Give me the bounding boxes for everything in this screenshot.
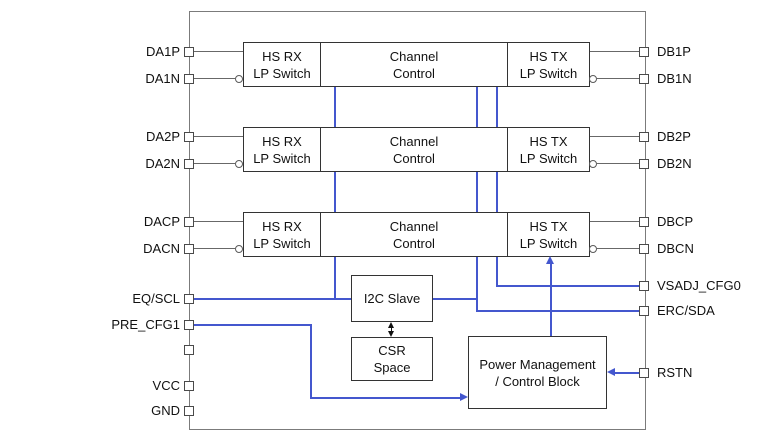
pin-label-da2n: DA2N [145, 156, 180, 171]
line-i2c-csr [391, 325, 393, 334]
line-channel-vsadj-bus [496, 87, 498, 286]
line-erc-sda [476, 310, 639, 312]
pin-label-dbcp: DBCP [657, 214, 694, 229]
pin-label-db2n: DB2N [657, 156, 692, 171]
hs-tx-block-1: HS TX LP Switch [507, 42, 590, 87]
wire-db1p [589, 51, 639, 53]
arrowhead-i2c-csr-down [388, 331, 394, 337]
pin-db1n [639, 74, 649, 84]
pin-label-dbcn: DBCN [657, 241, 694, 256]
pin-label-dacn: DACN [143, 241, 180, 256]
pin-label-da1n: DA1N [145, 71, 180, 86]
wire-db2p [589, 136, 639, 138]
pin-da2p [184, 132, 194, 142]
line-i2c-to-sda-bus [432, 298, 477, 300]
pin-dbcp [639, 217, 649, 227]
pin-db2p [639, 132, 649, 142]
line-pre-cfg1-h2 [310, 397, 460, 399]
channel-control-block-1: Channel Control [320, 42, 508, 87]
pin-gnd [184, 406, 194, 416]
line-eq-scl-to-i2c [194, 298, 352, 300]
hs-rx-block-1: HS RX LP Switch [243, 42, 321, 87]
pin-da2n [184, 159, 194, 169]
pin-label-da2p: DA2P [146, 129, 180, 144]
pin-label-db1p: DB1P [657, 44, 691, 59]
pin-label-pre-cfg1: PRE_CFG1 [111, 317, 180, 332]
wire-dbcn [597, 248, 639, 250]
pin-da1n [184, 74, 194, 84]
pin-eq-scl [184, 294, 194, 304]
wire-db2n [597, 163, 639, 165]
bubble-db1n [589, 75, 597, 83]
pin-label-db2p: DB2P [657, 129, 691, 144]
pin-erc-sda [639, 306, 649, 316]
arrowhead-i2c-csr-up [388, 322, 394, 328]
pin-label-db1n: DB1N [657, 71, 692, 86]
i2c-slave-block: I2C Slave [351, 275, 433, 322]
pin-vcc [184, 381, 194, 391]
arrowhead-rstn-to-pm [607, 368, 615, 376]
pin-dacp [184, 217, 194, 227]
pin-label-vsadj-cfg0: VSADJ_CFG0 [657, 278, 741, 293]
pin-vsadj-cfg0 [639, 281, 649, 291]
bubble-da1n [235, 75, 243, 83]
wire-dbcp [589, 221, 639, 223]
pin-db2n [639, 159, 649, 169]
pin-label-rstn: RSTN [657, 365, 693, 380]
pin-da1p [184, 47, 194, 57]
pin-label-vcc: VCC [152, 378, 180, 393]
wire-db1n [597, 78, 639, 80]
arrowhead-pm-to-hstx [546, 256, 554, 264]
line-rstn [614, 372, 639, 374]
wire-da2n [194, 163, 235, 165]
bubble-db2n [589, 160, 597, 168]
pin-label-eq-scl: EQ/SCL [132, 291, 180, 306]
pin-dbcn [639, 244, 649, 254]
pin-label-dacp: DACP [143, 214, 180, 229]
bubble-dacn [235, 245, 243, 253]
channel-control-block-2: Channel Control [320, 127, 508, 172]
wire-da2p [194, 136, 244, 138]
wire-da1p [194, 51, 244, 53]
channel-control-block-3: Channel Control [320, 212, 508, 257]
line-pm-to-hstx [550, 263, 552, 337]
hs-tx-block-2: HS TX LP Switch [507, 127, 590, 172]
arrowhead-pre-cfg1-to-pm [460, 393, 468, 401]
hs-rx-block-3: HS RX LP Switch [243, 212, 321, 257]
wire-dacn [194, 248, 235, 250]
wire-da1n [194, 78, 235, 80]
pin-label-da1p: DA1P [146, 44, 180, 59]
pin-dacn [184, 244, 194, 254]
pin-unlabeled [184, 345, 194, 355]
line-pre-cfg1-v [310, 324, 312, 398]
pin-pre-cfg1 [184, 320, 194, 330]
line-vsadj-cfg0 [496, 285, 639, 287]
hs-rx-block-2: HS RX LP Switch [243, 127, 321, 172]
pin-label-gnd: GND [151, 403, 180, 418]
power-management-block: Power Management / Control Block [468, 336, 607, 409]
line-channel-eq-bus [334, 87, 336, 299]
csr-space-block: CSR Space [351, 337, 433, 381]
hs-tx-block-3: HS TX LP Switch [507, 212, 590, 257]
pin-label-erc-sda: ERC/SDA [657, 303, 715, 318]
pin-rstn [639, 368, 649, 378]
line-channel-sda-bus [476, 87, 478, 311]
bubble-da2n [235, 160, 243, 168]
pin-db1p [639, 47, 649, 57]
wire-dacp [194, 221, 244, 223]
bubble-dbcn [589, 245, 597, 253]
line-pre-cfg1-h1 [194, 324, 311, 326]
